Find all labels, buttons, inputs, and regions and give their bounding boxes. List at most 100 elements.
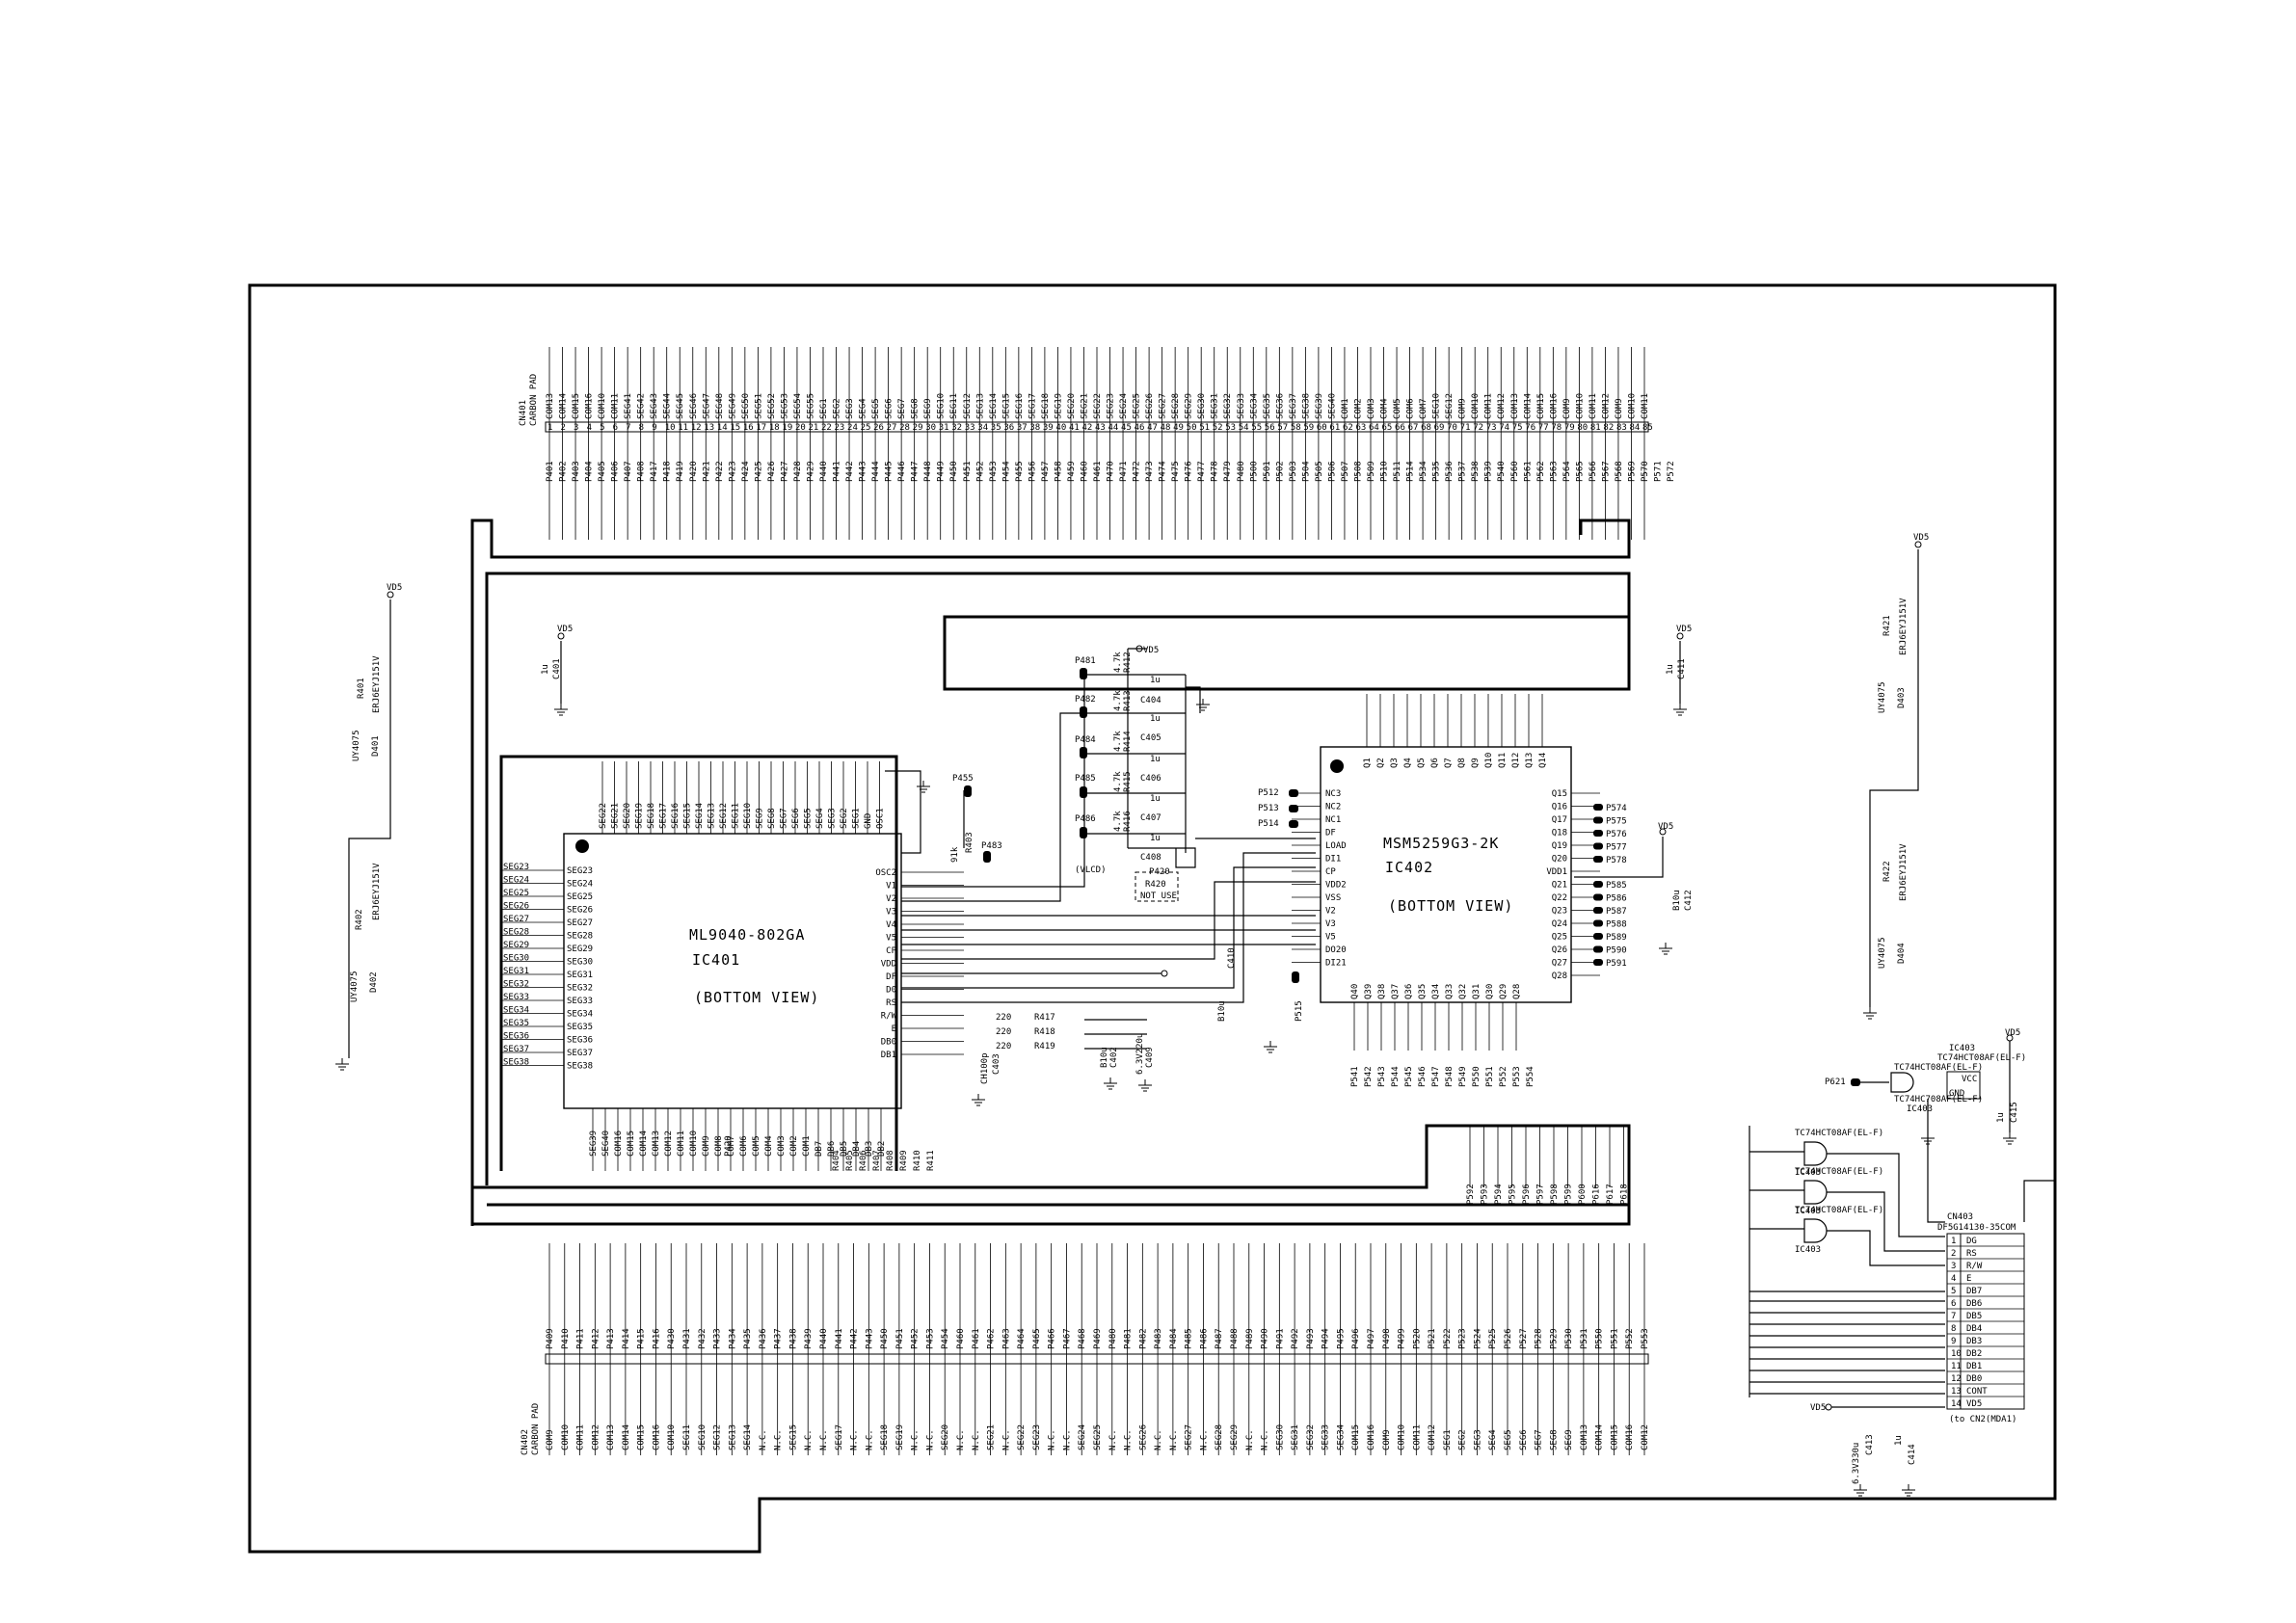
ic401-top-pin: SEG7 — [780, 808, 789, 829]
ic402-bottom-pad: P543 — [1377, 1066, 1387, 1087]
ic401-left-pin: SEG26 — [567, 906, 593, 916]
cn402-pin-signal: COM9 — [1382, 1429, 1392, 1450]
ic402-bottom-pin: Q34 — [1431, 984, 1441, 999]
cn402-pad: P530 — [1564, 1328, 1574, 1349]
r402-ref: R402 — [355, 909, 364, 930]
cn402-pin-signal: COM12 — [1641, 1424, 1650, 1450]
ic401-top-pin: SEG12 — [719, 803, 729, 829]
left-side-components: VD5 1u C401 VD5 1u C411 VD5 R401 ERJ6EYJ… — [348, 533, 1929, 1058]
cn402-pin-signal: SEG22 — [1017, 1424, 1027, 1450]
cn402-pad: P487 — [1215, 1328, 1224, 1349]
c415-ref: C415 — [2010, 1102, 2019, 1123]
ic402-left-pin: DF — [1325, 829, 1336, 838]
d401-part: UY4075 — [352, 730, 361, 761]
cn401-pin-number: 31 — [939, 423, 949, 433]
cn401-pad: P505 — [1315, 461, 1324, 482]
cn402-pad: P552 — [1625, 1328, 1635, 1349]
cn402-pad: P466 — [1048, 1328, 1057, 1349]
r415-val: 4.7k — [1113, 771, 1123, 792]
cn402-pin-signal: COM11 — [576, 1424, 586, 1450]
ic402-right-pad: P588 — [1606, 920, 1627, 930]
cn401-pin-signal: SEG55 — [806, 393, 815, 419]
r420-note: NOT USE — [1140, 891, 1177, 901]
ic402-right-pad: P591 — [1606, 959, 1627, 969]
cn403-pin-number: 3 — [1951, 1262, 1956, 1271]
cn401-pad: P453 — [989, 461, 999, 482]
ic402-right-pad: P589 — [1606, 933, 1627, 943]
c415-val: 1u — [1996, 1112, 2006, 1123]
cn401-pin-signal: SEG18 — [1041, 393, 1051, 419]
cn402-pin-signal: COM11 — [1412, 1424, 1422, 1450]
ic402-right-pin: Q26 — [1552, 945, 1567, 955]
cn402-pad: P480 — [1108, 1328, 1118, 1349]
cn401-pad: P454 — [1001, 461, 1011, 482]
cn403-pin-number: 1 — [1951, 1237, 1956, 1246]
cn402-pad: P415 — [637, 1328, 647, 1349]
cn401-pad: P429 — [806, 461, 815, 482]
ic401-bottom-pin: COM11 — [677, 1131, 686, 1157]
r401-val: ERJ6EYJ151V — [372, 655, 382, 713]
cn402-pad: P437 — [774, 1328, 784, 1349]
cn401-pin-signal: COM9 — [1615, 398, 1624, 419]
cn402-pad: P492 — [1291, 1328, 1300, 1349]
cn402-pad: P468 — [1078, 1328, 1087, 1349]
d403-part: UY4075 — [1878, 681, 1887, 713]
cn401-pad: P401 — [546, 461, 555, 482]
ic402-left-pin: DI1 — [1325, 855, 1341, 865]
r401-ref: R401 — [357, 678, 366, 699]
ic402-left-pin: NC1 — [1325, 815, 1341, 825]
r421-val: ERJ6EYJ151V — [1899, 598, 1909, 655]
cn401-pad: P508 — [1353, 461, 1363, 482]
r412-ref: R412 — [1123, 652, 1133, 673]
ic401-left-label: SEG27 — [503, 915, 529, 924]
c405-val: 1u — [1150, 714, 1161, 724]
cn401-pin-number: 6 — [613, 423, 618, 433]
p484-label: P484 — [1075, 735, 1096, 745]
cn401-pin-number: 67 — [1408, 423, 1419, 433]
cn401-pad: P420 — [689, 461, 699, 482]
ic401-top-pin: SEG22 — [599, 803, 608, 829]
cn401-pin-number: 34 — [977, 423, 988, 433]
ic403-g4-ref: IC403 — [1795, 1245, 1821, 1255]
cn401-pin-signal: SEG46 — [689, 393, 699, 419]
cn401-pin-signal: SEG6 — [885, 398, 894, 419]
cn402-pin-signal: COM10 — [1398, 1424, 1407, 1450]
cn403-pin-number: 8 — [1951, 1324, 1956, 1334]
ic401-bottom-resistor: R408 — [886, 1150, 895, 1171]
ic402-top-pin: Q5 — [1417, 758, 1427, 768]
cn402-pin-signal: SEG33 — [1322, 1424, 1331, 1450]
cn401-pin-number: 70 — [1447, 423, 1457, 433]
cn403-pin-signal: DB6 — [1966, 1299, 1982, 1309]
cn402-pin-signal: SEG20 — [941, 1424, 950, 1450]
c404-val: 1u — [1150, 676, 1161, 685]
ic401-bottom-pin: COM9 — [702, 1135, 711, 1157]
ic402-bottom-pad: P553 — [1512, 1066, 1522, 1087]
cn402-pad: P485 — [1185, 1328, 1194, 1349]
cn403-pad: P596 — [1522, 1184, 1532, 1205]
ic401-top-pin: SEG17 — [659, 803, 669, 829]
cn402-pad: P481 — [1124, 1328, 1134, 1349]
ic402-top-pin: Q4 — [1403, 758, 1413, 768]
cn401-pin-signal: SEG21 — [1080, 393, 1089, 419]
vd5-label: VD5 — [1143, 646, 1159, 655]
cn403-pad: P594 — [1494, 1184, 1504, 1205]
ic401-left-pin: SEG24 — [567, 880, 593, 890]
cn401-pin-signal: SEG16 — [1015, 393, 1025, 419]
cn401-pin-signal: COM13 — [546, 393, 555, 419]
c402-ref: C402 — [1109, 1047, 1119, 1068]
cn401-pad: P536 — [1445, 461, 1455, 482]
cn401-pin-number: 28 — [899, 423, 910, 433]
cn401-pin-signal: SEG51 — [754, 393, 763, 419]
ic401-right-pin: DB1 — [881, 1051, 896, 1060]
ic402-bottom-pad: P545 — [1404, 1066, 1414, 1087]
cn401-pin-number: 47 — [1147, 423, 1158, 433]
cn402-pad: P431 — [682, 1328, 692, 1349]
ic402-right-pin: Q27 — [1552, 959, 1567, 969]
ic402-right-pin: Q23 — [1552, 907, 1567, 917]
cn403-pad: P618 — [1620, 1184, 1630, 1205]
cn401-pin-number: 26 — [873, 423, 884, 433]
cn401-pin-number: 10 — [665, 423, 676, 433]
cn401-pad: P500 — [1249, 461, 1259, 482]
cn402-pin-signal: N.C. — [1245, 1429, 1255, 1450]
ic401-left-label: SEG29 — [503, 941, 529, 950]
